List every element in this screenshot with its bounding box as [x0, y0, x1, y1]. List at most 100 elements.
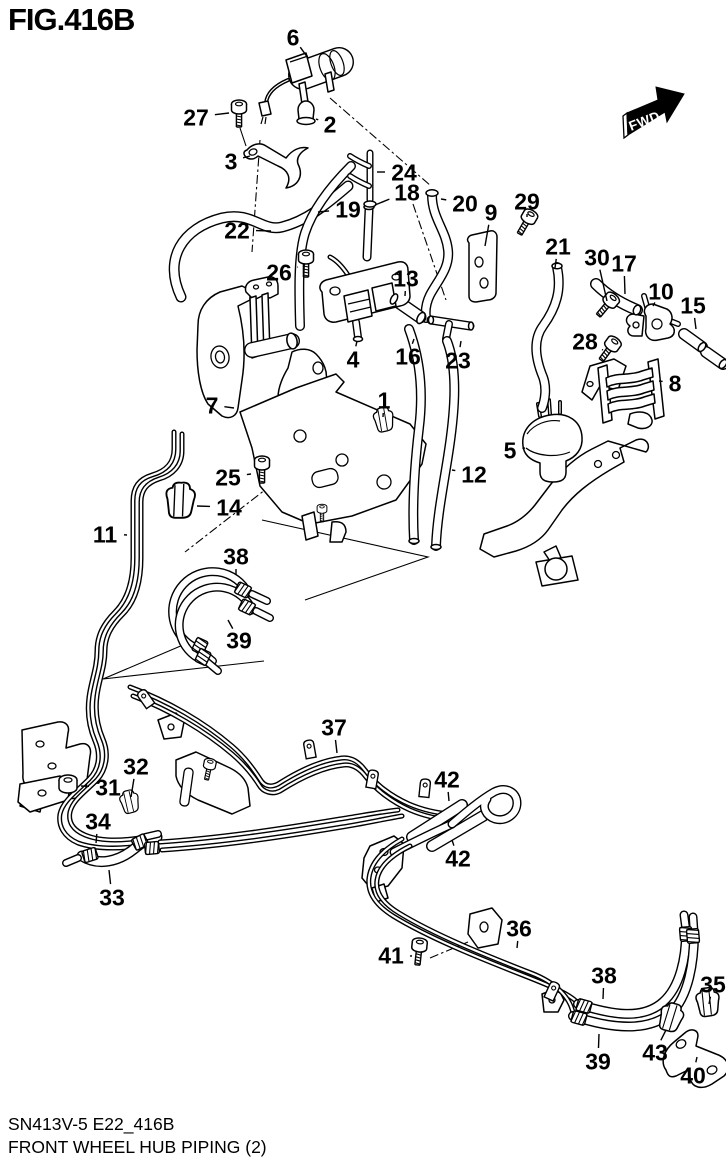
- footer-caption: FRONT WHEEL HUB PIPING (2): [8, 1137, 267, 1157]
- leader-line: [597, 1033, 600, 1049]
- part-number-label-42: 42: [445, 845, 471, 871]
- part-number-label-25: 25: [215, 464, 241, 490]
- part-number-label-13: 13: [393, 265, 419, 291]
- tube: [63, 855, 81, 866]
- leader-line: [299, 46, 309, 59]
- part-number-label-4: 4: [347, 346, 360, 372]
- leader-line: [601, 348, 604, 351]
- pipe-42: [407, 800, 467, 842]
- pipe-42: [427, 811, 488, 851]
- tube: [203, 658, 221, 674]
- leader-line: [246, 473, 252, 476]
- leader-line: [95, 833, 98, 844]
- part-number-label-21: 21: [545, 233, 571, 259]
- part-number-label-2: 2: [324, 111, 337, 137]
- fasteners: [58, 99, 723, 1035]
- leader-line: [652, 302, 656, 307]
- tube: [348, 174, 371, 188]
- tube: [253, 608, 273, 621]
- leader-line: [224, 405, 235, 409]
- part-number-label-12: 12: [461, 461, 487, 487]
- part-number-label-3: 3: [225, 148, 238, 174]
- bolt-41-icon: [409, 936, 429, 967]
- part-number-label-16: 16: [395, 343, 421, 369]
- leader-line: [242, 155, 251, 159]
- clip-32-icon: [117, 787, 143, 816]
- part-number-label-9: 9: [485, 199, 498, 225]
- hose-19: [295, 162, 355, 330]
- part-number-label-38: 38: [591, 962, 617, 988]
- leader-line: [411, 338, 415, 344]
- pipe-37: [131, 694, 454, 822]
- tube: [158, 808, 400, 844]
- clamp-14-icon: [165, 481, 196, 519]
- leader-line: [374, 198, 390, 206]
- part-number-label-11: 11: [93, 521, 118, 547]
- leader-line: [693, 317, 697, 330]
- clamp-3: [243, 143, 309, 189]
- tube: [249, 591, 270, 604]
- part-number-label-20: 20: [452, 190, 478, 216]
- leader-line: [451, 839, 455, 846]
- leader-line: [451, 469, 456, 472]
- leader-line: [440, 198, 447, 201]
- leader-line: [695, 1056, 698, 1063]
- tube-18: [363, 206, 373, 261]
- leader-line: [227, 619, 234, 629]
- part-number-label-31: 31: [95, 774, 121, 800]
- leader-line: [554, 258, 557, 269]
- part-number-label-38: 38: [223, 543, 249, 569]
- part-number-label-8: 8: [669, 370, 682, 396]
- part-number-label-24: 24: [391, 159, 417, 185]
- part-number-label-6: 6: [287, 24, 300, 50]
- footer-code: SN413V-5 E22_416B: [8, 1114, 174, 1135]
- part-number-label-34: 34: [85, 808, 111, 834]
- part-number-label-39: 39: [585, 1048, 611, 1074]
- tube: [353, 319, 361, 340]
- leader-line: [708, 996, 712, 1005]
- nut-31-icon: [58, 774, 78, 794]
- tube: [328, 255, 350, 277]
- leader-line: [130, 778, 135, 798]
- union-10: [625, 303, 675, 342]
- tube: [348, 154, 371, 168]
- leader-line: [599, 269, 608, 302]
- tube: [142, 831, 161, 840]
- leader-line: [447, 791, 450, 802]
- hose-16: [405, 325, 425, 544]
- hose-38: [574, 928, 690, 1018]
- part-number-label-26: 26: [266, 259, 292, 285]
- pipe-36: [375, 844, 575, 1015]
- leader-line: [623, 275, 626, 295]
- leader-line: [355, 340, 358, 347]
- fwd-arrow: FWD: [622, 86, 685, 140]
- leader-line: [315, 118, 319, 121]
- part-number-label-43: 43: [642, 1039, 668, 1065]
- leader-line: [317, 210, 330, 213]
- part-number-label-30: 30: [584, 244, 610, 270]
- leader-line: [214, 112, 230, 116]
- part-number-label-36: 36: [506, 915, 532, 941]
- part-number-label-42: 42: [434, 766, 460, 792]
- part-number-label-32: 32: [123, 753, 149, 779]
- tube: [160, 814, 404, 852]
- hose-20: [422, 191, 452, 322]
- wire: [264, 78, 290, 105]
- bolt-27-icon: [230, 99, 248, 128]
- part-number-label-14: 14: [216, 494, 242, 520]
- part-number-label-23: 23: [445, 347, 471, 373]
- leader-line: [484, 224, 490, 247]
- solenoid-assembly-6: [258, 47, 354, 125]
- pipe-37: [128, 685, 453, 816]
- part-number-label-41: 41: [378, 942, 404, 968]
- part-number-label-5: 5: [504, 437, 517, 463]
- part-number-label-39: 39: [226, 627, 252, 653]
- leader-line: [660, 1029, 667, 1041]
- part-number-label-19: 19: [335, 196, 361, 222]
- part-number-label-18: 18: [394, 179, 420, 205]
- leader-line: [334, 739, 338, 754]
- part-number-label-29: 29: [514, 188, 540, 214]
- part-number-label-22: 22: [224, 217, 250, 243]
